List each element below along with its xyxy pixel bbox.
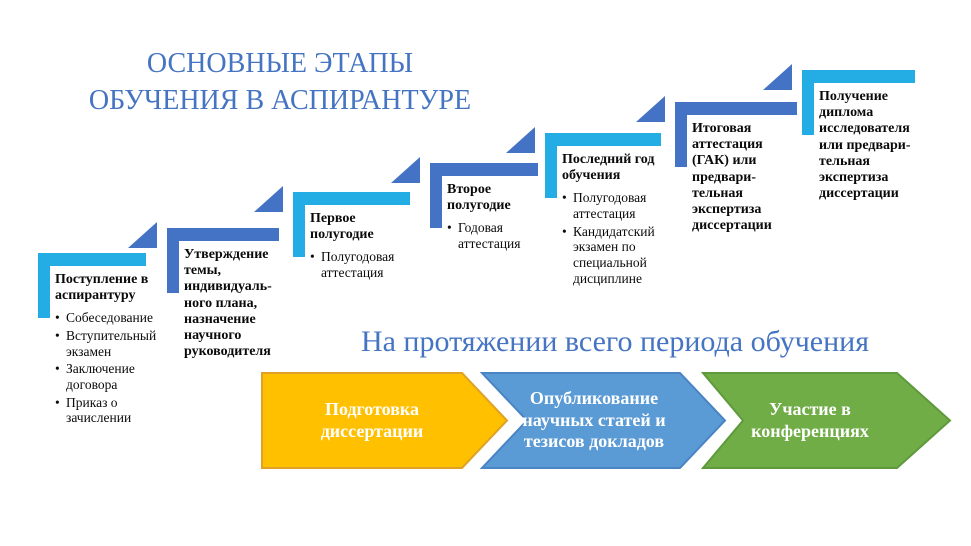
bullet-icon: • <box>55 328 60 344</box>
step-arrow-icon <box>254 186 283 212</box>
step-3: Первое полугодие •Полугодовая аттестация <box>293 192 412 281</box>
list-item: •Заключение договора <box>55 361 135 393</box>
step-title: Поступление в аспирантуру <box>55 272 149 304</box>
step-corner-top-bar <box>167 228 279 241</box>
step-arrow-icon <box>128 222 157 248</box>
page-title-line2: ОБУЧЕНИЯ В АСПИРАНТУРЕ <box>88 84 472 116</box>
list-item: •Вступительный экзамен <box>55 328 157 359</box>
bullet-icon: • <box>55 394 60 410</box>
step-7: Получение диплома исследователя или пред… <box>802 70 921 203</box>
step-title: Второе полугодие <box>447 182 511 214</box>
step-2: Утверждение темы, индивидуаль-ного плана… <box>167 228 292 361</box>
step-corner-left-bar <box>167 228 179 293</box>
arrow-label-publication: Опубликование научных статей и тезисов д… <box>522 387 666 452</box>
arrow-shape-conferences <box>700 372 952 469</box>
list-item: •Полугодовая аттестация <box>310 249 395 281</box>
step-corner-top-bar <box>38 253 146 266</box>
step-arrow-icon <box>636 96 665 122</box>
list-item: •Полугодовая аттестация <box>562 190 647 222</box>
list-item: •Приказ о зачислении <box>55 394 132 426</box>
step-arrow-icon <box>506 127 535 153</box>
step-corner-left-bar <box>802 70 814 135</box>
step-corner-top-bar <box>293 192 410 205</box>
arrow-shape-publication <box>479 372 727 469</box>
step-corner-left-bar <box>430 163 442 228</box>
step-corner-top-bar <box>802 70 915 83</box>
arrow-shape-preparation <box>261 372 509 469</box>
process-arrows <box>261 372 952 469</box>
bullet-icon: • <box>55 310 60 326</box>
list-item: •Кандидатский экзамен по специальной дис… <box>562 223 655 286</box>
page-title: ОСНОВНЫЕ ЭТАПЫ ОБУЧЕНИЯ В АСПИРАНТУРЕ <box>55 46 505 120</box>
arrow-label-preparation: Подготовка диссертации <box>320 398 424 441</box>
section-subtitle: На протяжении всего периода обучения <box>360 325 870 358</box>
step-title: Итоговая аттестация (ГАК) или предвари-т… <box>692 121 772 234</box>
step-6: Итоговая аттестация (ГАК) или предвари-т… <box>675 102 797 235</box>
bullet-icon: • <box>562 223 567 239</box>
step-corner-top-bar <box>675 102 797 115</box>
step-4: Второе полугодие •Годовая аттестация <box>430 163 549 252</box>
step-title: Получение диплома исследователя или пред… <box>819 89 911 202</box>
step-arrow-icon <box>391 157 420 183</box>
bullet-icon: • <box>447 220 452 236</box>
step-corner-left-bar <box>293 192 305 257</box>
list-item: •Годовая аттестация <box>447 220 521 252</box>
list-item: •Собеседование <box>55 310 153 326</box>
step-corner-left-bar <box>675 102 687 167</box>
step-5: Последний год обучения •Полугодовая атте… <box>545 133 666 286</box>
bullet-icon: • <box>310 249 315 265</box>
page-title-line1: ОСНОВНЫЕ ЭТАПЫ <box>146 48 414 79</box>
step-corner-top-bar <box>545 133 661 146</box>
bullet-icon: • <box>562 190 567 206</box>
step-1: Поступление в аспирантуру •Собеседование… <box>38 253 167 426</box>
step-title: Последний год обучения <box>562 152 655 184</box>
arrow-label-conferences: Участие в конференциях <box>751 398 869 441</box>
step-title: Первое полугодие <box>310 211 374 243</box>
step-corner-left-bar <box>38 253 50 318</box>
step-corner-top-bar <box>430 163 538 176</box>
step-title: Утверждение темы, индивидуаль-ного плана… <box>184 247 272 360</box>
step-arrow-icon <box>763 64 792 90</box>
bullet-icon: • <box>55 361 60 377</box>
step-corner-left-bar <box>545 133 557 198</box>
